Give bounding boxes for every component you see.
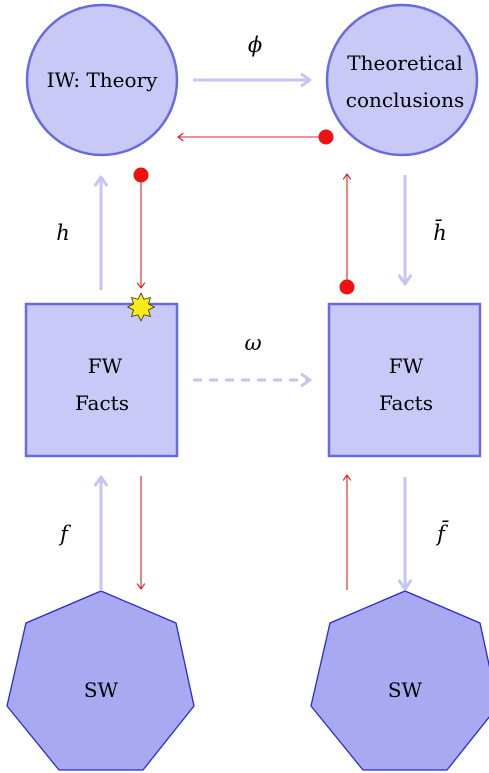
theoretical-conclusions-label-line2: conclusions [346, 88, 464, 112]
fw-facts-right-node: FW Facts [327, 302, 482, 458]
theoretical-conclusions-node: Theoretical conclusions [325, 3, 479, 157]
sw-right-label: SW [388, 678, 423, 702]
red-dot-right [339, 279, 355, 295]
iw-theory-label: IW: Theory [47, 68, 158, 92]
phi-label: ϕ [248, 33, 262, 57]
fw-facts-right-line1: FW [389, 354, 424, 378]
omega-label: ω [244, 331, 261, 355]
red-dot-top [318, 129, 334, 145]
sw-right-node: SW [310, 590, 489, 771]
fw-facts-left-node: FW Facts [24, 302, 179, 458]
theoretical-conclusions-label-line1: Theoretical [347, 51, 462, 75]
sw-left-node: SW [6, 590, 195, 771]
h-bar-label: h̄ [433, 219, 447, 245]
f-label: f [58, 522, 71, 546]
star-icon [127, 292, 155, 322]
f-bar-label: f̄ [435, 520, 449, 546]
fw-facts-left-line2: Facts [75, 391, 129, 415]
h-label: h [56, 221, 70, 245]
fw-facts-right-line2: Facts [379, 391, 433, 415]
sw-left-label: SW [84, 678, 119, 702]
fw-facts-left-line1: FW [88, 354, 123, 378]
red-dot-left [133, 167, 149, 183]
iw-theory-node: IW: Theory [25, 3, 179, 157]
